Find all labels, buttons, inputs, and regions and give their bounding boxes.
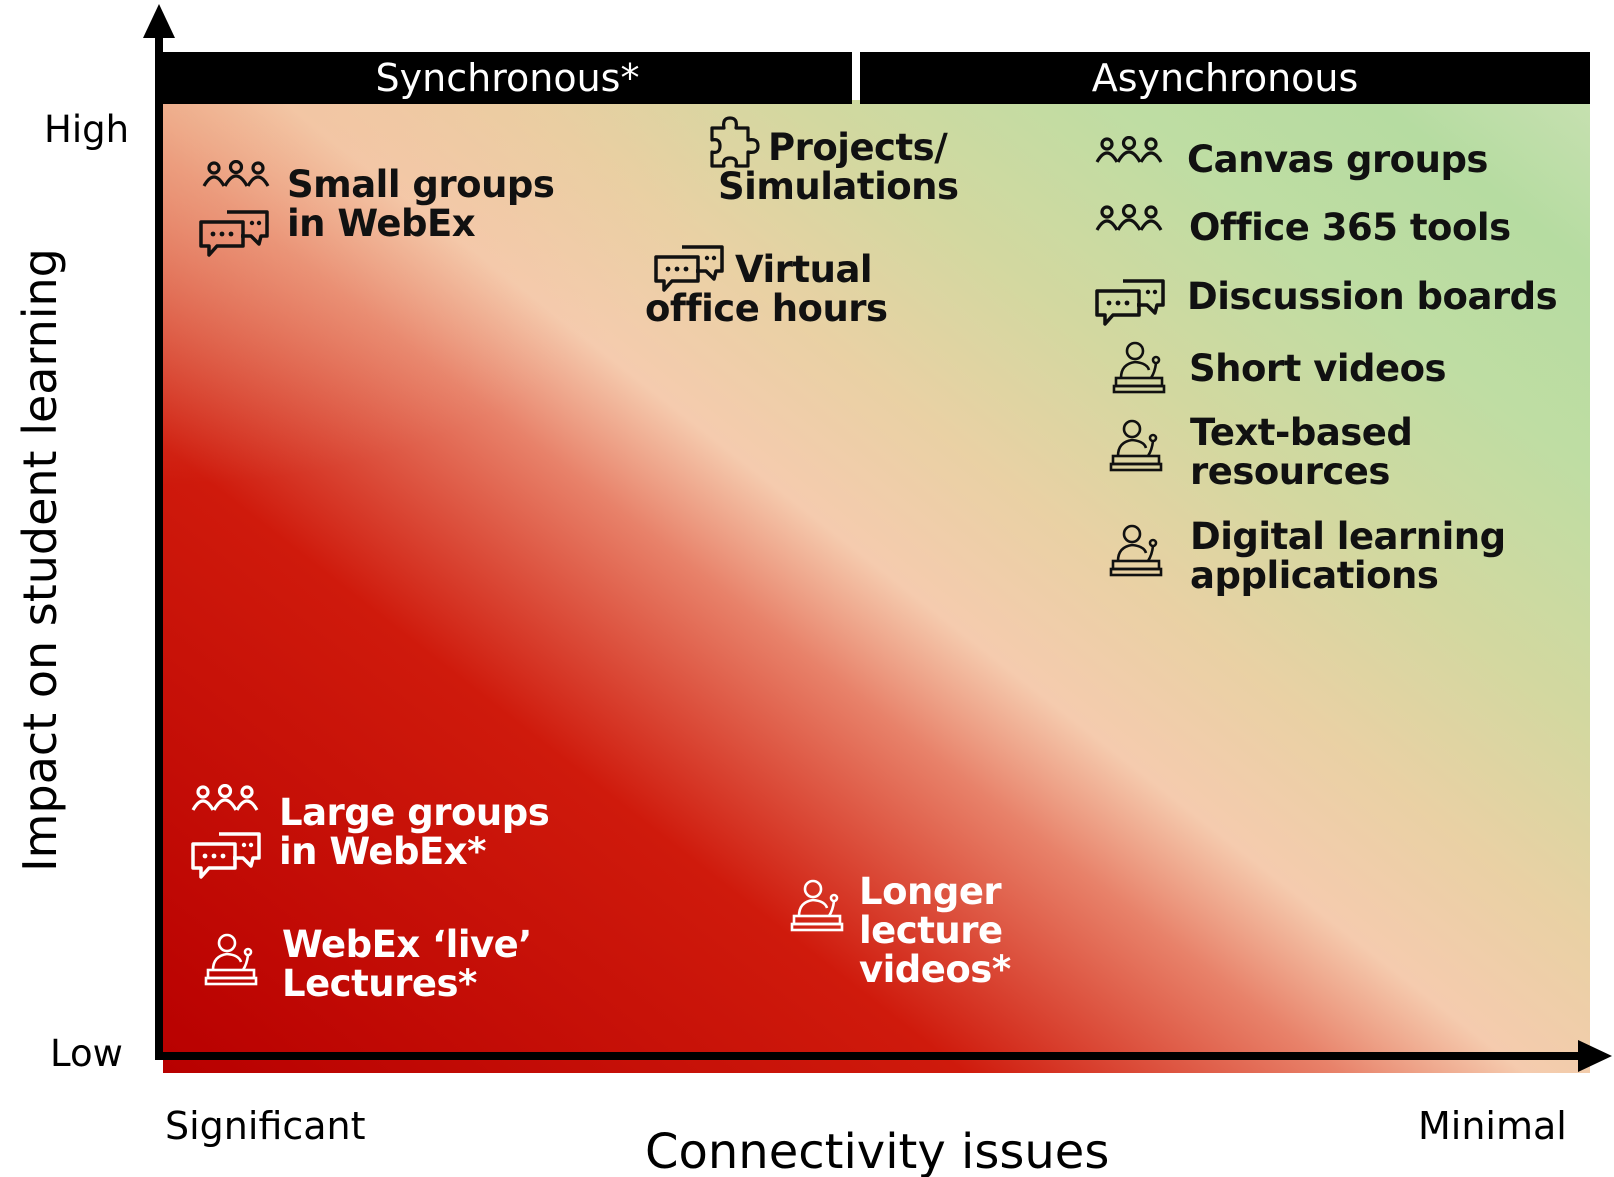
chat-bubbles-icon (1093, 277, 1167, 327)
x-axis-arrowhead (1578, 1040, 1612, 1072)
y-axis-arrowhead (143, 4, 175, 38)
chat-bubbles-icon (189, 830, 263, 880)
people-group-icon (189, 784, 261, 814)
synchronous-label: Synchronous* (375, 56, 640, 100)
y-axis-high-label: High (44, 108, 130, 151)
text-resources-label: Text-based resources (1190, 411, 1413, 493)
presenter-icon (1108, 418, 1164, 474)
presenter-icon (203, 932, 259, 988)
discussion-boards-label: Discussion boards (1187, 275, 1558, 318)
projects-label: Projects/ Simulations (718, 126, 959, 208)
large-groups-label: Large groups in WebEx* (279, 791, 550, 873)
x-axis-left-label: Significant (165, 1104, 366, 1148)
synchronous-band: Synchronous* (163, 52, 852, 104)
gradient-quadrant (163, 100, 1590, 1073)
presenter-icon (1111, 340, 1167, 396)
presenter-icon (1108, 523, 1164, 579)
asynchronous-band: Asynchronous (860, 52, 1590, 104)
short-videos-label: Short videos (1189, 347, 1447, 390)
webex-live-label: WebEx ‘live’ Lectures* (282, 923, 532, 1005)
longer-videos-label: Longer lecture videos* (859, 870, 1011, 991)
people-group-icon (200, 160, 272, 190)
people-group-icon (1093, 136, 1165, 166)
small-groups-label: Small groups in WebEx (287, 163, 555, 245)
canvas-groups-label: Canvas groups (1187, 138, 1488, 181)
x-axis-right-label: Minimal (1418, 1104, 1567, 1148)
presenter-icon (789, 878, 845, 934)
x-axis-title: Connectivity issues (645, 1124, 1110, 1177)
y-axis-low-label: Low (50, 1032, 123, 1075)
asynchronous-label: Asynchronous (1091, 56, 1359, 100)
digital-apps-label: Digital learning applications (1190, 515, 1506, 597)
office365-label: Office 365 tools (1189, 206, 1511, 249)
chat-bubbles-icon (197, 208, 271, 258)
people-group-icon (1093, 204, 1165, 234)
office-hours-label: Virtual office hours (645, 248, 888, 330)
y-axis-title: Impact on student learning (13, 248, 67, 872)
